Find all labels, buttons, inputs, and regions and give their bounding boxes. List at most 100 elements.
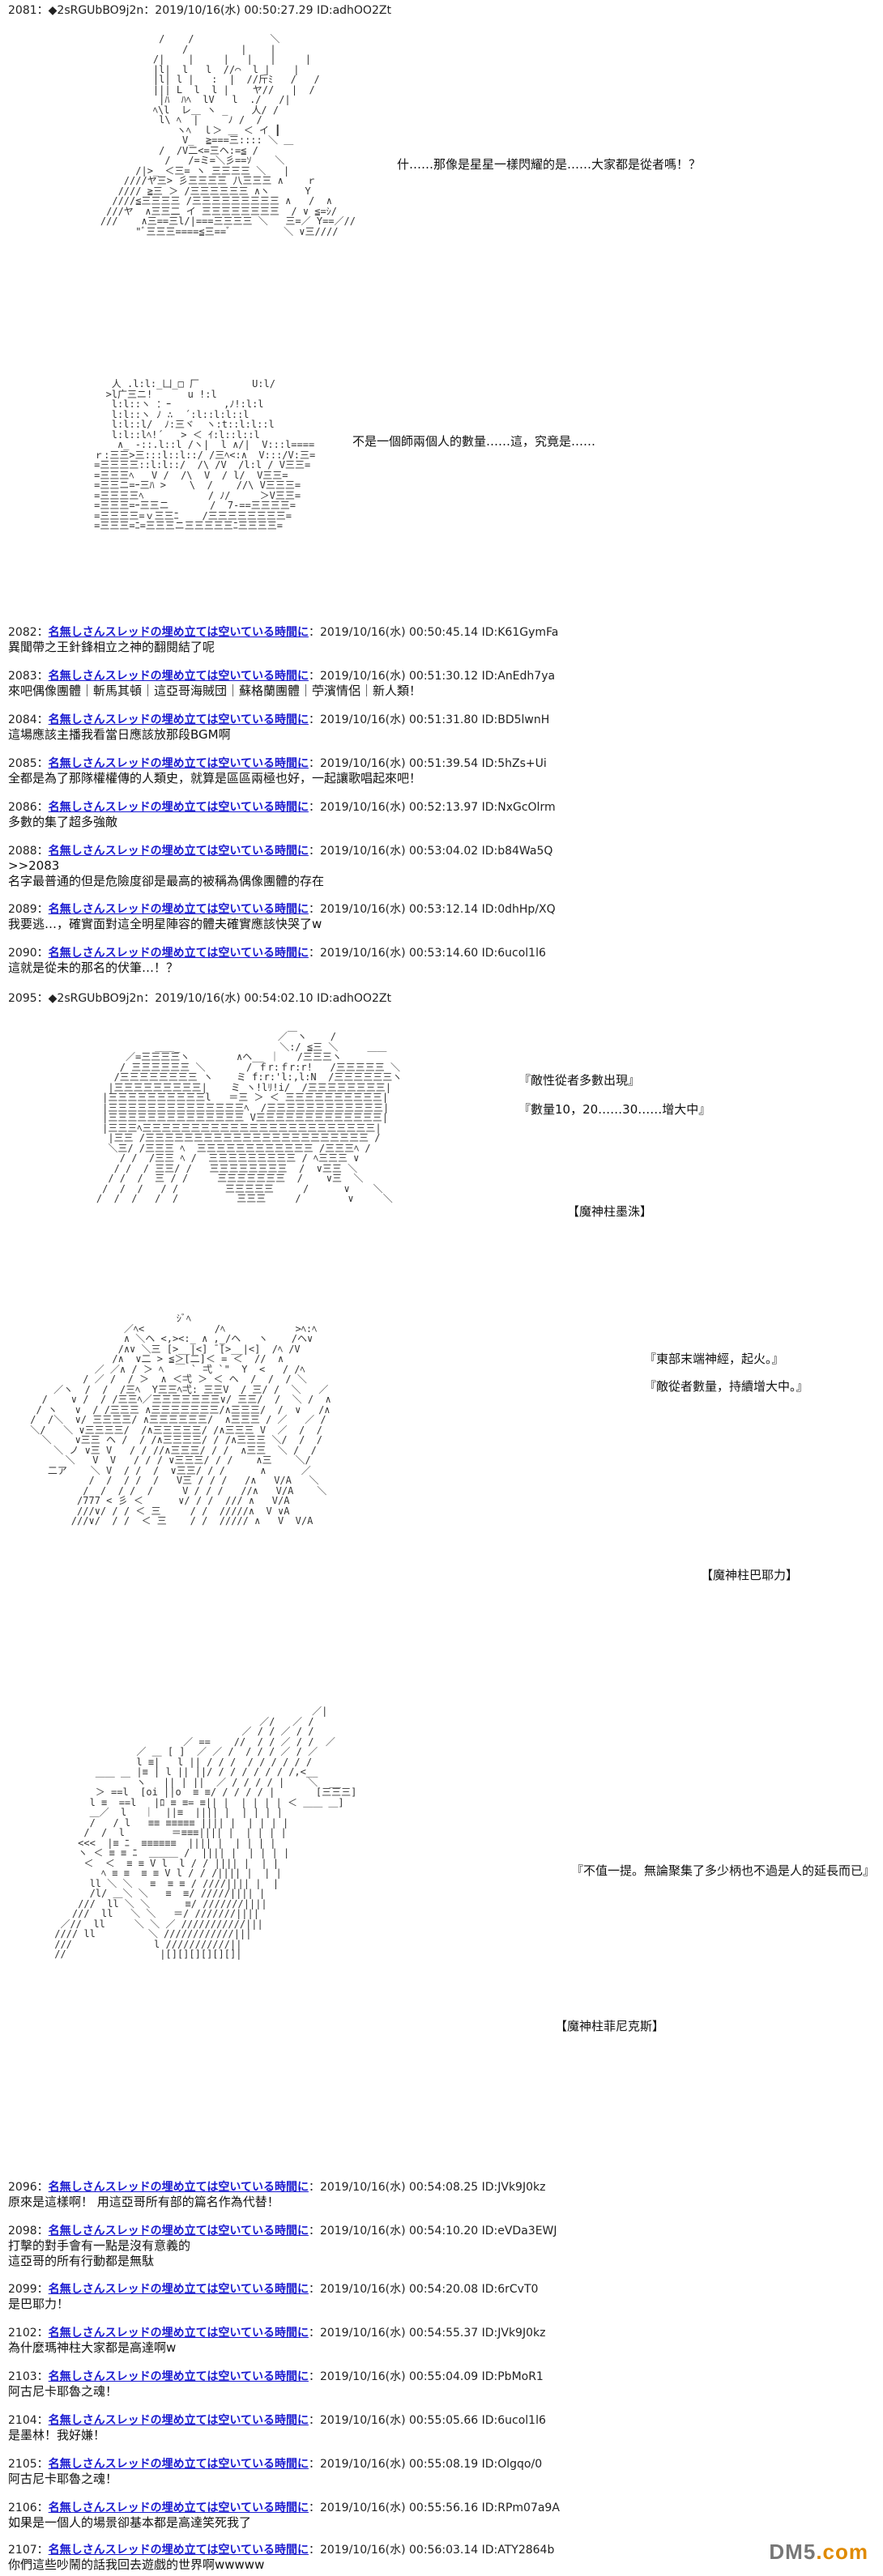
narration-4a: 『東部末端神經，起火。』	[644, 1352, 784, 1366]
narration-4c: 【魔神柱巴耶力】	[701, 1568, 799, 1582]
post-header-2090: 2090：名無しさんスレッドの埋め立ては空いている時間に：2019/10/16(…	[8, 946, 546, 960]
post-meta: ：2019/10/16(水) 00:54:20.08 ID:6rCvT0	[308, 2283, 539, 2296]
post-body-2090: 這就是從未的那名的伏筆…！？	[8, 960, 179, 975]
post-header-2099: 2099：名無しさんスレッドの埋め立ては空いている時間に：2019/10/16(…	[8, 2282, 538, 2297]
post-meta: ：2019/10/16(水) 00:50:27.29 ID:adhOO2Zt	[143, 4, 391, 17]
watermark-brand: DM5	[769, 2540, 817, 2564]
post-header-2106: 2106：名無しさんスレッドの埋め立ては空いている時間に：2019/10/16(…	[8, 2501, 560, 2515]
poster-name-link[interactable]: 名無しさんスレッドの埋め立ては空いている時間に	[48, 757, 309, 770]
post-meta: ：2019/10/16(水) 00:50:45.14 ID:K61GymFa	[308, 626, 559, 639]
post-header-2085: 2085：名無しさんスレッドの埋め立ては空いている時間に：2019/10/16(…	[8, 756, 547, 771]
poster-name-link[interactable]: 名無しさんスレッドの埋め立ては空いている時間に	[48, 845, 309, 858]
post-number: 2107：	[8, 2544, 49, 2557]
post-header-2086: 2086：名無しさんスレッドの埋め立ては空いている時間に：2019/10/16(…	[8, 800, 556, 815]
poster-name-link[interactable]: 名無しさんスレッドの埋め立ては空いている時間に	[48, 801, 309, 814]
ascii-art-demon-pillar-1: ／￣ヽ / ＿＿_ ＼:/ ≦三 ＼ ＿＿ ／=三三三三ヽ ∧ヘ__ ｜ /三三…	[96, 1031, 403, 1204]
post-header-2103: 2103：名無しさんスレッドの埋め立ては空いている時間に：2019/10/16(…	[8, 2369, 544, 2384]
post-number: 2085：	[8, 757, 49, 770]
post-number: 2089：	[8, 903, 49, 916]
post-header-2105: 2105：名無しさんスレッドの埋め立ては空いている時間に：2019/10/16(…	[8, 2457, 542, 2472]
post-body-2096: 原來是這樣啊！ 用這亞哥所有部的篇名作為代替！	[8, 2195, 279, 2209]
post-body-2105: 阿古尼卡耶魯之魂！	[8, 2472, 118, 2486]
poster-name-link[interactable]: 名無しさんスレッドの埋め立ては空いている時間に	[48, 2181, 309, 2194]
post-body-2104: 是墨林！我好嫌！	[8, 2428, 106, 2442]
narration-3b: 『數量10，20……30……增大中』	[518, 1102, 711, 1117]
post-body-2099: 是巴耶力！	[8, 2297, 70, 2311]
post-header-2096: 2096：名無しさんスレッドの埋め立ては空いている時間に：2019/10/16(…	[8, 2180, 545, 2195]
poster-name-link[interactable]: 名無しさんスレッドの埋め立ては空いている時間に	[48, 2458, 309, 2471]
post-meta: ：2019/10/16(水) 00:51:31.80 ID:BD5lwnH	[308, 713, 550, 726]
post-header-2081: 2081：◆2sRGUbBO9j2n：2019/10/16(水) 00:50:2…	[8, 3, 391, 18]
poster-name-link[interactable]: 名無しさんスレッドの埋め立ては空いている時間に	[48, 2283, 309, 2296]
post-header-2083: 2083：名無しさんスレッドの埋め立ては空いている時間に：2019/10/16(…	[8, 669, 555, 683]
post-meta: ：2019/10/16(水) 00:52:13.97 ID:NxGcOlrm	[308, 801, 556, 814]
ascii-art-demon-pillar-3: ／| ／/ ／ / ／ / / ／ / / ／ == // / / ／ / / …	[54, 1705, 357, 1960]
post-meta: ：2019/10/16(水) 00:56:03.14 ID:ATY2864b	[308, 2544, 555, 2557]
poster-name-link[interactable]: 名無しさんスレッドの埋め立ては空いている時間に	[48, 713, 309, 726]
ascii-art-crowd-1: 人 .l:l:_凵_□ 厂 U:l/ >l广三ニ! u !:l l:l::ヽ ：…	[94, 378, 316, 531]
site-watermark-logo: DM5.com	[769, 2540, 868, 2565]
post-number: 2105：	[8, 2458, 49, 2471]
post-header-2104: 2104：名無しさんスレッドの埋め立ては空いている時間に：2019/10/16(…	[8, 2413, 546, 2428]
poster-name-link[interactable]: 名無しさんスレッドの埋め立ては空いている時間に	[48, 670, 309, 683]
poster-name-link[interactable]: 名無しさんスレッドの埋め立ては空いている時間に	[48, 903, 309, 916]
post-number: 2096：	[8, 2181, 49, 2194]
poster-name-link[interactable]: 名無しさんスレッドの埋め立ては空いている時間に	[48, 2544, 309, 2557]
post-number: 2084：	[8, 713, 49, 726]
post-body-2107: 你們這些吵鬧的話我回去遊戲的世界啊wwwww	[8, 2557, 265, 2572]
post-meta: ：2019/10/16(水) 00:53:12.14 ID:0dhHp/XQ	[308, 903, 556, 916]
post-number: 2088：	[8, 845, 49, 858]
post-meta: ：2019/10/16(水) 00:51:30.12 ID:AnEdh7ya	[308, 670, 556, 683]
post-body-2082: 異聞帶之王針鋒相立之神的翻閱結了呢	[8, 640, 215, 654]
poster-name-link[interactable]: 名無しさんスレッドの埋め立ては空いている時間に	[48, 2370, 309, 2383]
post-number: 2102：	[8, 2327, 49, 2340]
post-header-2089: 2089：名無しさんスレッドの埋め立ては空いている時間に：2019/10/16(…	[8, 902, 556, 917]
post-number: 2104：	[8, 2414, 49, 2427]
post-meta: ：2019/10/16(水) 00:54:55.37 ID:JVk9J0kz	[308, 2327, 546, 2340]
post-number: 2106：	[8, 2501, 49, 2514]
post-meta: ：2019/10/16(水) 00:55:04.09 ID:PbMoR1	[308, 2370, 544, 2383]
post-number: 2081：	[8, 4, 49, 17]
post-header-2095: 2095：◆2sRGUbBO9j2n：2019/10/16(水) 00:54:0…	[8, 991, 391, 1006]
post-meta: ：2019/10/16(水) 00:53:04.02 ID:b84Wa5Q	[308, 845, 553, 858]
post-body-2085: 全都是為了那隊權權傳的人類史，就算是區區兩極也好，一起讓歌唱起來吧！	[8, 771, 422, 786]
post-body-2102: 為什麼瑪神柱大家都是高達啊w	[8, 2340, 177, 2355]
trip-code: ◆2sRGUbBO9j2n	[48, 992, 144, 1005]
post-body-2098: 打擊的對手會有一點是沒有意義的這亞哥的所有行動都是無駄	[8, 2238, 191, 2268]
trip-code: ◆2sRGUbBO9j2n	[48, 4, 144, 17]
post-header-2084: 2084：名無しさんスレッドの埋め立ては空いている時間に：2019/10/16(…	[8, 713, 549, 727]
poster-name-link[interactable]: 名無しさんスレッドの埋め立ては空いている時間に	[48, 2501, 309, 2514]
narration-2: 不是一個師兩個人的數量……這，究竟是……	[352, 434, 596, 449]
narration-4b: 『敵從者數量，持續增大中。』	[644, 1379, 808, 1394]
post-meta: ：2019/10/16(水) 00:54:10.20 ID:eVDa3EWJ	[308, 2225, 557, 2238]
post-body-2089: 我要逃…，確實面對這全明星陣容的體夫確實應該快哭了w	[8, 917, 322, 931]
ascii-art-demon-pillar-2: ｼﾞﾍ ／ﾍ< /ﾍ >ﾍ:ﾍ ∧ ＼ヘ <,><:_ ∧ ,_/ヘ ヽ /ヘ∨…	[30, 1313, 331, 1526]
poster-name-link[interactable]: 名無しさんスレッドの埋め立ては空いている時間に	[48, 2225, 309, 2238]
ascii-art-character-1: / / ＼ / | | /| | | | | | |l| l l //⌒ l |…	[100, 33, 356, 237]
post-meta: ：2019/10/16(水) 00:55:08.19 ID:Olgqo/0	[308, 2458, 543, 2471]
post-meta: ：2019/10/16(水) 00:54:02.10 ID:adhOO2Zt	[143, 992, 391, 1005]
post-body-2083: 來吧偶像團體｜斬馬其頓｜這亞哥海賊団｜蘇格蘭團體｜苧濱情侶｜新人類！	[8, 683, 422, 698]
post-body-2086: 多數的集了超多強敵	[8, 815, 118, 829]
post-meta: ：2019/10/16(水) 00:55:56.16 ID:RPm07a9A	[308, 2501, 560, 2514]
post-meta: ：2019/10/16(水) 00:53:14.60 ID:6ucol1l6	[308, 947, 546, 960]
poster-name-link[interactable]: 名無しさんスレッドの埋め立ては空いている時間に	[48, 2327, 309, 2340]
poster-name-link[interactable]: 名無しさんスレッドの埋め立ては空いている時間に	[48, 947, 309, 960]
post-header-2102: 2102：名無しさんスレッドの埋め立ては空いている時間に：2019/10/16(…	[8, 2326, 545, 2340]
narration-3a: 『敵性從者多數出現』	[518, 1073, 641, 1088]
post-meta: ：2019/10/16(水) 00:54:08.25 ID:JVk9J0kz	[308, 2181, 546, 2194]
post-body-2103: 阿古尼卡耶魯之魂！	[8, 2384, 118, 2399]
post-header-2082: 2082：名無しさんスレッドの埋め立ては空いている時間に：2019/10/16(…	[8, 625, 558, 640]
post-body-2084: 這場應該主播我看當日應該放那段BGM啊	[8, 727, 231, 742]
poster-name-link[interactable]: 名無しさんスレッドの埋め立ては空いている時間に	[48, 626, 309, 639]
narration-3c: 【魔神柱墨洙】	[567, 1204, 653, 1219]
poster-name-link[interactable]: 名無しさんスレッドの埋め立ては空いている時間に	[48, 2414, 309, 2427]
narration-5a: 『不值一提。無論聚集了多少柄也不過是人的延長而已』	[571, 1863, 876, 1878]
post-header-2107: 2107：名無しさんスレッドの埋め立ては空いている時間に：2019/10/16(…	[8, 2543, 554, 2557]
post-meta: ：2019/10/16(水) 00:55:05.66 ID:6ucol1l6	[308, 2414, 546, 2427]
post-meta: ：2019/10/16(水) 00:51:39.54 ID:5hZs+Ui	[308, 757, 547, 770]
narration-5b: 【魔神柱菲尼克斯】	[555, 2019, 665, 2033]
post-number: 2086：	[8, 801, 49, 814]
post-number: 2098：	[8, 2225, 49, 2238]
post-header-2088: 2088：名無しさんスレッドの埋め立ては空いている時間に：2019/10/16(…	[8, 844, 552, 858]
